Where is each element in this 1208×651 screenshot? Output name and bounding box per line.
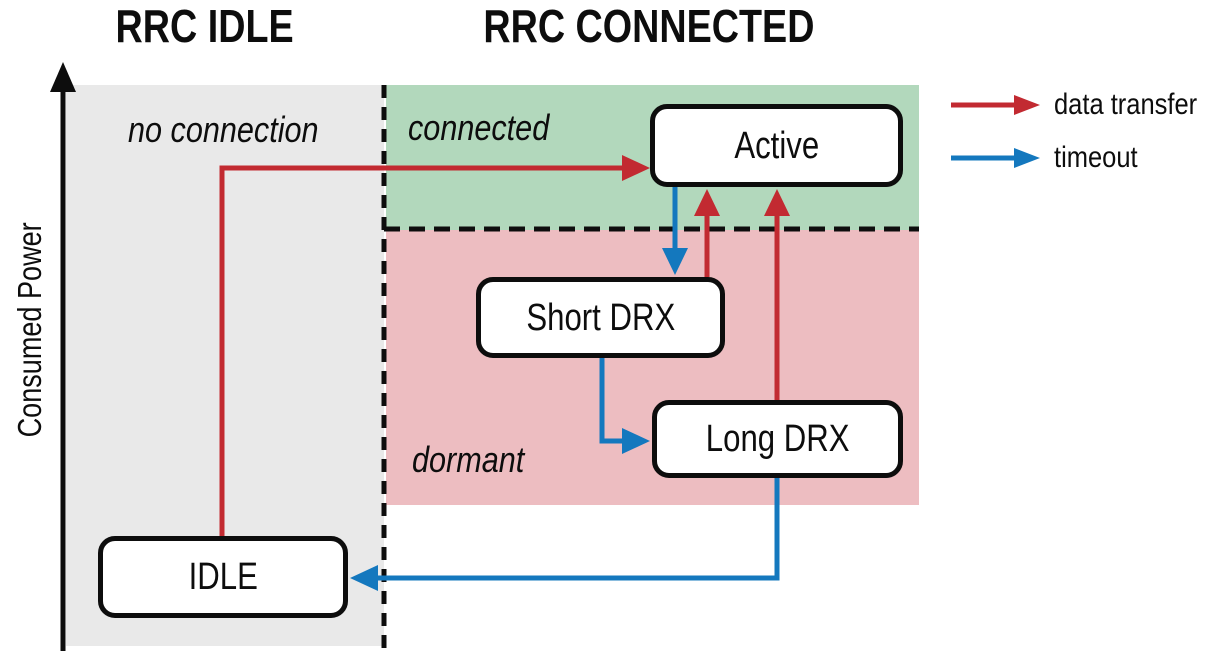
legend-label-data-transfer: data transfer (1054, 88, 1198, 121)
legend-item-data-transfer: data transfer (950, 88, 1208, 122)
arrowhead-left-icon (350, 565, 378, 591)
region-label-dormant: dormant (412, 439, 544, 481)
arrowhead-down-icon (662, 248, 688, 275)
arrowhead-up-icon (764, 189, 790, 216)
arrowhead-up-icon (694, 189, 720, 216)
state-box-idle: IDLE (98, 536, 348, 618)
title-rrc-idle: RRC IDLE (55, 2, 355, 50)
title-rrc-connected: RRC CONNECTED (447, 2, 814, 50)
state-box-long-drx: Long DRX (652, 400, 903, 478)
title-rrc-connected-text: RRC CONNECTED (483, 0, 815, 52)
region-label-dormant-text: dormant (412, 439, 525, 480)
region-label-no-connection-text: no connection (128, 109, 319, 150)
y-axis-arrow-icon (50, 62, 76, 92)
state-box-short-drx: Short DRX (476, 277, 725, 358)
y-axis (50, 62, 76, 651)
arrow-longdrx-to-idle (350, 478, 780, 591)
state-box-active: Active (650, 104, 903, 187)
state-label-long-drx: Long DRX (705, 418, 850, 460)
legend-red-arrow-icon (951, 95, 1040, 115)
state-label-idle: IDLE (188, 556, 258, 598)
region-label-connected: connected (408, 107, 574, 149)
arrow-idle-to-active (219, 155, 650, 536)
state-label-short-drx: Short DRX (526, 296, 675, 339)
region-label-connected-text: connected (408, 107, 550, 148)
arrow-longdrx-to-active (764, 189, 790, 400)
arrow-shortdrx-to-longdrx (599, 358, 650, 454)
arrowhead-right-icon (622, 155, 650, 181)
legend-blue-arrow-icon (951, 148, 1040, 168)
legend: data transfer timeout (950, 88, 1208, 175)
arrowhead-right-icon (622, 428, 650, 454)
state-label-active: Active (734, 124, 819, 167)
arrow-shortdrx-to-active (694, 189, 720, 277)
arrow-active-to-shortdrx (662, 187, 688, 275)
legend-item-timeout: timeout (950, 141, 1208, 175)
legend-label-timeout: timeout (1054, 141, 1138, 174)
region-label-no-connection: no connection (128, 109, 352, 151)
title-rrc-idle-text: RRC IDLE (115, 0, 295, 52)
